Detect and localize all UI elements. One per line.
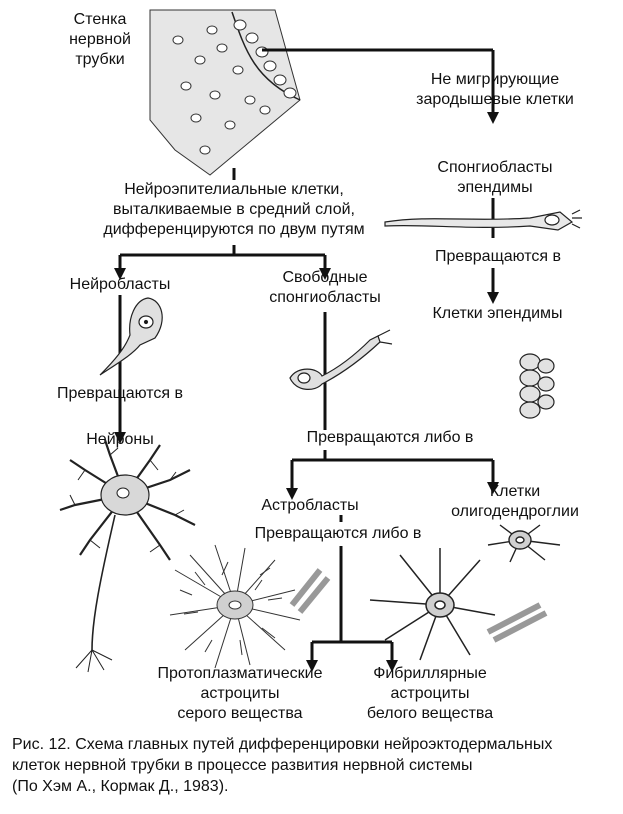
label-line: выталкиваемые в средний слой, — [113, 201, 355, 218]
arrowheads — [114, 112, 499, 672]
protoplasmic-astrocyte-illustration — [169, 544, 331, 669]
oligodendroglia-illustration — [487, 524, 561, 563]
label-line: астроциты — [200, 685, 280, 702]
label-line: зародышевые клетки — [416, 91, 574, 108]
free-spongioblast-illustration — [289, 329, 393, 390]
label-astroblasts: Астробласты — [261, 497, 359, 514]
label-line: трубки — [75, 51, 125, 68]
ependymal-spongioblast-illustration — [384, 209, 582, 231]
neural-tube-wall-illustration — [149, 9, 301, 176]
label-turn-into-neurons: Превращаются в — [56, 385, 184, 402]
ependymal-cells-illustration — [519, 353, 555, 419]
neuron-illustration — [59, 439, 196, 673]
label-line: Спонгиобласты — [437, 159, 553, 176]
label-turn-either: Превращаются либо в — [306, 429, 474, 446]
label-neurons: Нейроны — [86, 431, 154, 448]
caption-line: Рис. 12. Схема главных путей дифференцир… — [12, 736, 553, 753]
label-line: Протоплазматические — [157, 665, 323, 682]
label-line: Фибриллярные — [373, 665, 487, 682]
label-line: Нейроэпителиальные клетки, — [124, 181, 344, 198]
label-neuroepithelial-cells: Нейроэпителиальные клетки, выталкиваемые… — [78, 180, 390, 240]
label-oligodendroglia: Клетки олигодендроглии — [440, 482, 590, 522]
label-line: Стенка — [73, 11, 127, 28]
label-line: астроциты — [390, 685, 470, 702]
label-protoplasmic-astrocytes: Протоплазматические астроциты серого вещ… — [140, 664, 340, 724]
label-line: Не мигрирующие — [430, 71, 560, 88]
label-turn-into-ependyma: Превращаются в — [434, 248, 562, 265]
label-turn-either-2: Превращаются либо в — [254, 525, 422, 542]
label-free-spongioblasts: Свободные спонгиобласты — [250, 268, 400, 308]
connector-lines — [118, 48, 495, 660]
caption-line: (По Хэм А., Кормак Д., 1983). — [12, 778, 229, 795]
label-ependyma-cells: Клетки эпендимы — [432, 305, 563, 322]
label-line: серого вещества — [177, 705, 303, 722]
neuroblast-illustration — [99, 297, 163, 376]
label-line: Клетки — [489, 483, 541, 500]
label-tube-wall: Стенка нервной трубки — [55, 10, 145, 70]
label-line: нервной — [69, 31, 131, 48]
label-nonmigrating-cells: Не мигрирующие зародышевые клетки — [395, 70, 595, 110]
label-line: дифференцируются по двум путям — [103, 221, 365, 238]
label-neuroblasts: Нейробласты — [69, 276, 171, 293]
label-line: Свободные — [282, 269, 368, 286]
label-line: эпендимы — [457, 179, 533, 196]
fibrillar-astrocyte-illustration — [369, 548, 548, 661]
label-fibrillar-astrocytes: Фибриллярные астроциты белого вещества — [350, 664, 510, 724]
label-line: олигодендроглии — [451, 503, 579, 520]
label-line: белого вещества — [366, 705, 494, 722]
label-ependyma-spongioblasts: Спонгиобласты эпендимы — [405, 158, 585, 198]
label-line: спонгиобласты — [269, 289, 381, 306]
figure-caption: Рис. 12. Схема главных путей дифференцир… — [12, 734, 618, 797]
caption-line: клеток нервной трубки в процессе развити… — [12, 757, 473, 774]
